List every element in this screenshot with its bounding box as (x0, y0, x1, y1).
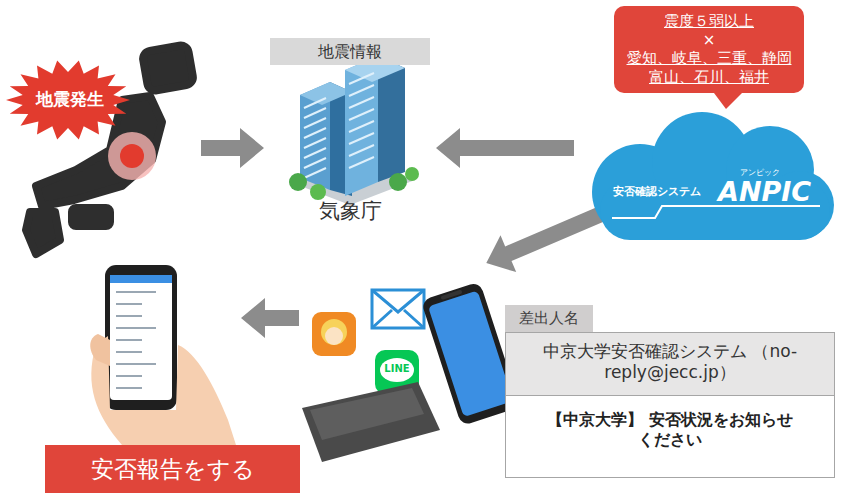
callout-text: 愛知、岐阜、三重、静岡 富山、石川、福井 (620, 49, 798, 87)
japan-map-part (26, 212, 60, 254)
japan-map-part (120, 144, 144, 168)
device-group: LINE (305, 255, 490, 465)
building-part-part (304, 148, 326, 158)
building-part-part (349, 157, 374, 168)
logo-subtext: 安否確認システム (613, 185, 701, 199)
hand-phone-part (116, 292, 156, 388)
callout-text: 震度５弱以上 (620, 12, 798, 31)
hand-phone (90, 265, 236, 445)
sender-box: 差出人名中京大学安否確認システム （no-reply@jecc.jp）【中京大学… (505, 305, 835, 480)
building-part-part (304, 168, 326, 178)
building-part (310, 184, 326, 200)
action-band: 安否報告をする (45, 445, 300, 493)
building-part-part (349, 145, 374, 156)
devices-part-part (440, 289, 462, 300)
hand-phone-part (91, 336, 236, 445)
tab-label: 差出人名 (505, 305, 593, 332)
devices (302, 281, 521, 462)
sender-name: 中京大学安否確認システム （no-reply@jecc.jp） (505, 332, 835, 396)
building-part-part (349, 121, 374, 132)
hand-phone-part (105, 265, 177, 410)
band-label: 地震情報 (270, 38, 430, 65)
cloud-part (612, 206, 820, 218)
building-part (300, 82, 352, 105)
building-part-part (304, 158, 326, 168)
hand-phone-part-part (116, 363, 156, 365)
devices-part (302, 382, 440, 462)
hand-phone-part-part (116, 375, 142, 377)
building-label: 気象庁 (270, 198, 430, 224)
japan-map-part (72, 208, 110, 226)
devices-part (325, 327, 343, 345)
hand-phone-part-part (116, 327, 156, 329)
hand-phone-part-part (116, 291, 156, 293)
hand-phone-part-part (116, 303, 142, 305)
message-body: 【中京大学】 安否状況をお知らせください (505, 396, 835, 478)
starburst (6, 61, 130, 140)
building-part-part (304, 118, 326, 128)
hand-phone-part (110, 275, 172, 283)
hand-phone-part (90, 334, 110, 366)
building-part-part (349, 109, 374, 120)
building-part (389, 173, 407, 191)
cloud (592, 112, 834, 240)
hand-phone-part-part (116, 315, 142, 317)
devices-part-part (428, 291, 513, 417)
devices-part (321, 319, 347, 345)
condition-callout: 震度５弱以上×愛知、岐阜、三重、静岡 富山、石川、福井 (614, 6, 804, 93)
japan-map-part (108, 132, 156, 180)
devices-part (312, 312, 356, 356)
reporting-hand: 安否報告をする (45, 255, 235, 495)
japan-map-part (142, 44, 194, 91)
building-part-part (349, 133, 374, 144)
building (289, 56, 419, 205)
building-part-part (349, 97, 374, 108)
anpic-cloud: 安否確認システムアンピックANPIC (580, 105, 835, 245)
flow-arrow (241, 298, 299, 338)
building-part-part (304, 138, 326, 148)
callout-tail (714, 93, 742, 109)
building-part (304, 73, 374, 178)
building-part (289, 173, 307, 191)
building-part (405, 167, 419, 181)
building-part-part (304, 108, 326, 118)
quake-map: 地震発生 (10, 40, 195, 256)
agency-building: 地震情報気象庁 (270, 38, 430, 258)
building-part-part (349, 73, 374, 84)
burst-label: 地震発生 (18, 89, 122, 110)
callout-tail (714, 93, 754, 111)
flow-arrow (486, 205, 608, 272)
hand-phone-part-part (116, 351, 142, 353)
starburst-part (6, 61, 130, 140)
devices-part (372, 290, 424, 328)
building-part-part (304, 128, 326, 138)
hand-phone-part-part (116, 387, 142, 389)
hand-phone-part-part (116, 339, 142, 341)
devices-part (372, 290, 424, 328)
building-part-part (304, 98, 326, 108)
line-icon-label: LINE (377, 363, 417, 376)
flow-arrow (436, 128, 574, 168)
building-part-part (349, 85, 374, 96)
callout-text: × (620, 31, 798, 49)
logo-text: ANPIC (718, 175, 811, 209)
hand-phone-part (110, 275, 172, 400)
flow-arrow (201, 128, 264, 168)
devices-part (310, 388, 424, 440)
